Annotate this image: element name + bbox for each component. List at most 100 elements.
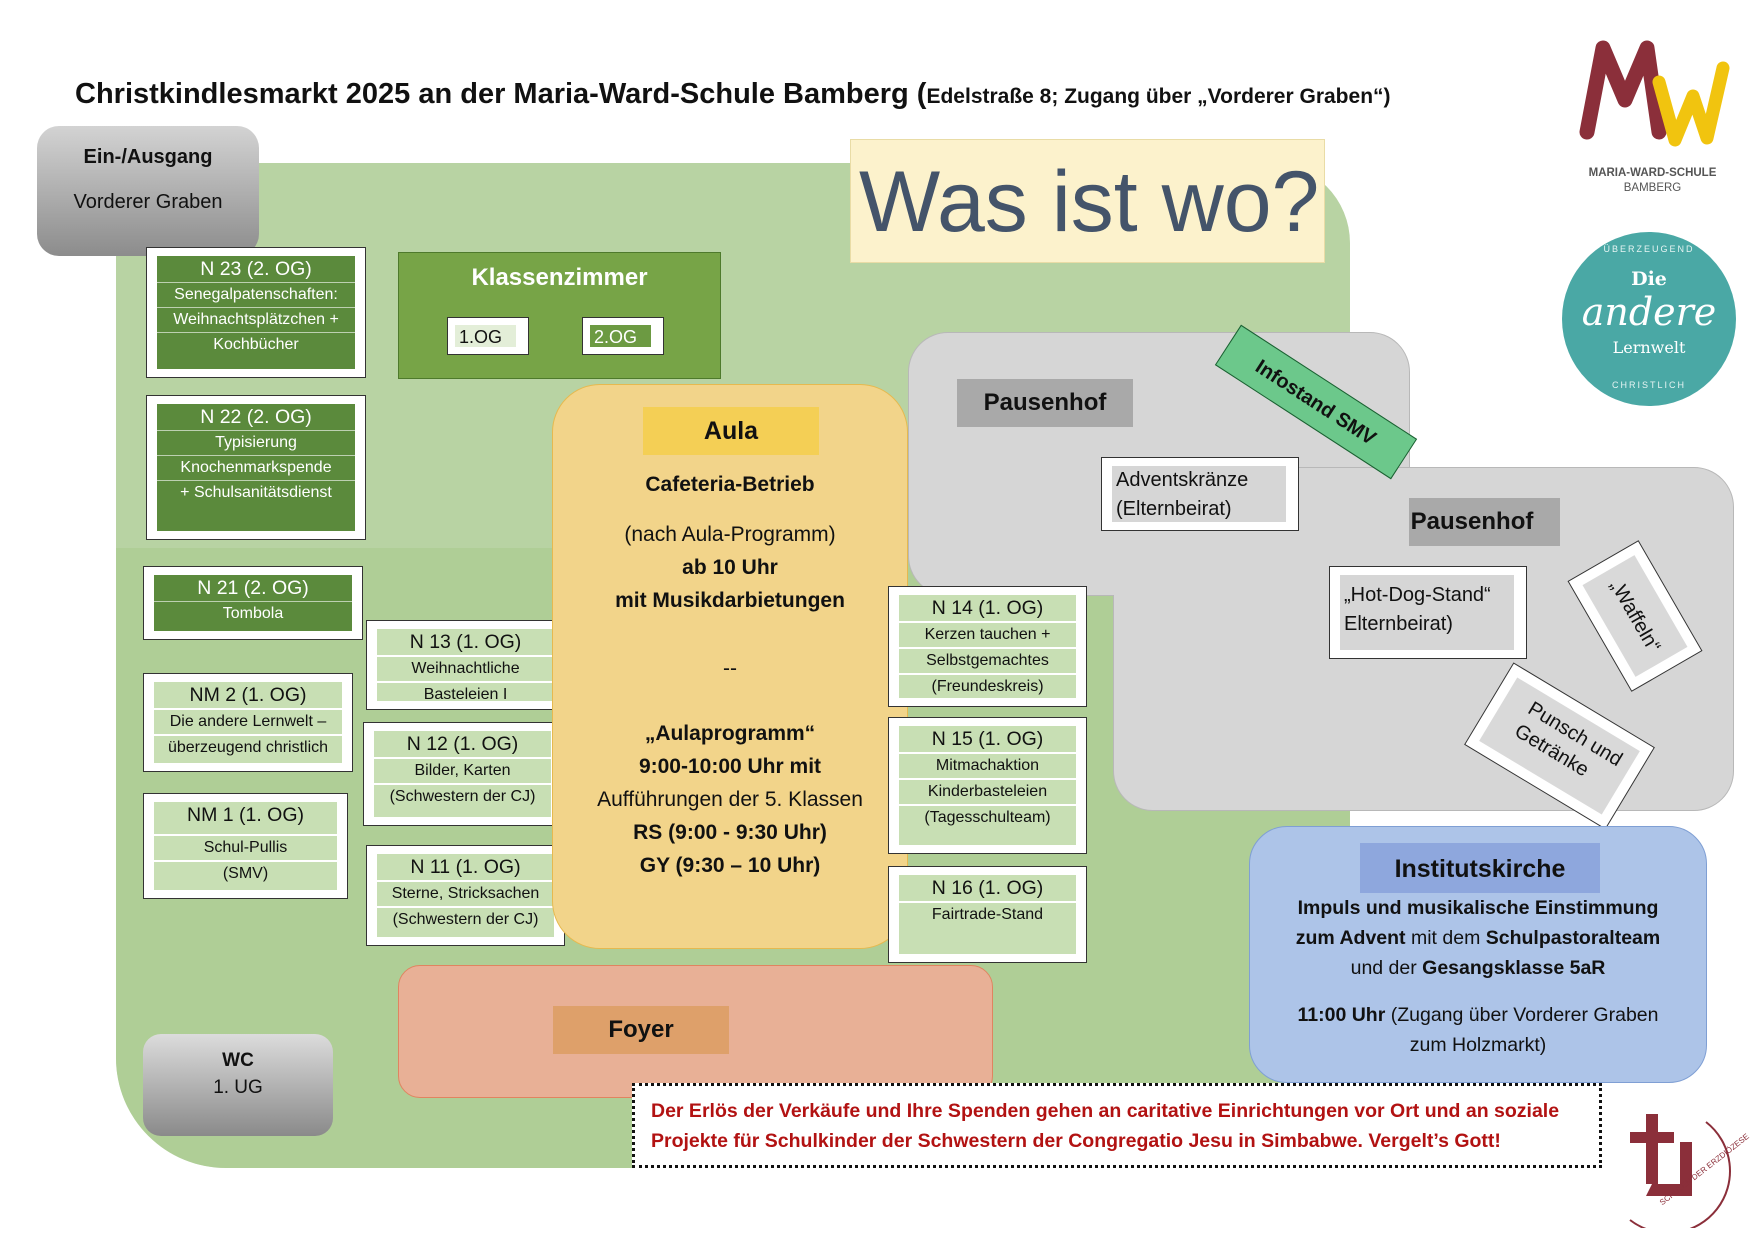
room-n22: N 22 (2. OG) Typisierung Knochenmarkspen… (146, 395, 366, 540)
room-line: (Freundeskreis) (899, 673, 1076, 699)
room-line: Kinderbasteleien (899, 778, 1076, 804)
aula-line: (nach Aula-Programm) (624, 523, 836, 546)
badge-bottom-text: CHRISTLICH (1611, 380, 1686, 390)
aula-line: Cafeteria-Betrieb (645, 473, 815, 496)
room-line: + Schulsanitätsdienst (157, 480, 355, 505)
room-line: Kochbücher (157, 332, 355, 357)
room-n15: N 15 (1. OG) Mitmachaktion Kinderbastele… (888, 717, 1087, 854)
room-n12: N 12 (1. OG) Bilder, Karten (Schwestern … (363, 722, 562, 826)
kirche-line: und der Gesangsklasse 5aR (1350, 957, 1606, 979)
pausenhof-2-title: Pausenhof (1384, 498, 1560, 546)
aula-line: 9:00-10:00 Uhr mit (638, 755, 822, 778)
aula-separator: -- (723, 657, 737, 680)
aula-area: Aula Cafeteria-Betrieb (nach Aula-Progra… (552, 384, 908, 949)
room-n21: N 21 (2. OG) Tombola (143, 566, 363, 640)
wc-label: WC (222, 1050, 254, 1071)
stand-line: Adventskränze (1116, 469, 1249, 491)
klassenzimmer-title: Klassenzimmer (471, 264, 648, 291)
erzdioezese-logo: SCHULEN DER ERZDIÖZESE (1616, 1102, 1751, 1234)
room-n13: N 13 (1. OG) Weihnachtliche Basteleien I (366, 620, 565, 710)
headline: Was ist wo? (850, 139, 1325, 263)
stand-line: „Hot-Dog-Stand“ (1344, 584, 1491, 606)
aula-line: ab 10 Uhr (682, 556, 778, 579)
entrance-label: Ein-/Ausgang (83, 146, 213, 168)
aula-line: GY (9:30 – 10 Uhr) (639, 854, 821, 877)
room-n16: N 16 (1. OG) Fairtrade-Stand (888, 866, 1087, 963)
kirche-title: Institutskirche (1360, 843, 1600, 893)
note-line: Der Erlös der Verkäufe und Ihre Spenden … (651, 1100, 1560, 1122)
kirche-line: zum Holzmarkt) (1409, 1034, 1547, 1056)
room-line: Die andere Lernwelt – (154, 708, 342, 734)
aula-line: mit Musikdarbietungen (615, 589, 845, 612)
room-line: (Schwestern der CJ) (377, 906, 554, 932)
room-title: NM 2 (1. OG) (189, 684, 307, 706)
room-line: überzeugend christlich (154, 734, 342, 760)
room-title: N 15 (1. OG) (931, 728, 1044, 750)
foyer-title: Foyer (553, 1006, 729, 1054)
badge-andere: andere (1581, 290, 1717, 334)
kirche-line: 11:00 Uhr (Zugang über Vorderer Graben (1297, 1004, 1659, 1026)
room-line: Tombola (154, 601, 352, 626)
page-title: Christkindlesmarkt 2025 an der Maria-War… (75, 78, 1391, 110)
pausenhof-1-title: Pausenhof (957, 379, 1133, 427)
hotdog-text: „Hot-Dog-Stand“ Elternbeirat) (1340, 575, 1514, 650)
room-title: N 22 (2. OG) (200, 406, 312, 428)
aula-line: RS (9:00 - 9:30 Uhr) (633, 821, 827, 844)
room-line: Fairtrade-Stand (899, 901, 1076, 927)
entrance-box: Ein-/Ausgang Vorderer Graben (37, 126, 259, 256)
kirche-line: zum Advent mit dem Schulpastoralteam (1295, 927, 1661, 949)
hotdog-box: „Hot-Dog-Stand“ Elternbeirat) (1329, 566, 1527, 659)
og1-box: 1.OG (447, 317, 529, 355)
badge-lernwelt: Lernwelt (1612, 338, 1686, 357)
room-n11: N 11 (1. OG) Sterne, Stricksachen (Schwe… (366, 845, 565, 946)
room-title: N 11 (1. OG) (410, 856, 521, 878)
room-nm1: NM 1 (1. OG) Schul-Pullis (SMV) (143, 793, 348, 899)
room-line: Weihnachtliche (377, 655, 554, 681)
aula-line: Aufführungen der 5. Klassen (597, 788, 863, 811)
room-title: N 21 (2. OG) (197, 577, 309, 599)
room-line: Basteleien I (377, 681, 554, 707)
og2-label: 2.OG (590, 325, 651, 347)
mw-name: MARIA-WARD-SCHULE (1588, 167, 1717, 179)
klassenzimmer-box: Klassenzimmer 1.OG 2.OG (398, 252, 721, 379)
badge-top-text: ÜBERZEUGEND (1603, 244, 1695, 254)
wc-sub: 1. UG (213, 1077, 263, 1098)
room-line: Kerzen tauchen + (899, 621, 1076, 647)
entrance-sub: Vorderer Graben (73, 191, 223, 213)
page-subtitle: Edelstraße 8; Zugang über „Vorderer Grab… (926, 85, 1391, 108)
room-line: Weihnachtsplätzchen + (157, 307, 355, 332)
stand-line: Elternbeirat) (1344, 613, 1453, 635)
room-line: (Schwestern der CJ) (374, 783, 551, 809)
room-line: Senegalpatenschaften: (157, 282, 355, 307)
foyer-area: Foyer (398, 965, 993, 1098)
room-title: N 16 (1. OG) (931, 877, 1044, 899)
adventskraenze-text: Adventskränze (Elternbeirat) (1112, 466, 1286, 522)
wc-box: WC 1. UG (143, 1034, 333, 1136)
room-line: Mitmachaktion (899, 752, 1076, 778)
og1-label: 1.OG (455, 325, 516, 347)
aula-line: „Aulaprogramm“ (644, 722, 816, 745)
kirche-line: Impuls und musikalische Einstimmung (1297, 897, 1659, 919)
institutskirche-area: Institutskirche Impuls und musikalische … (1249, 826, 1707, 1083)
room-line: (SMV) (154, 860, 337, 886)
maria-ward-logo (1575, 40, 1735, 200)
aula-title: Aula (643, 407, 819, 455)
og2-box: 2.OG (582, 317, 664, 355)
mw-caption: MARIA-WARD-SCHULE BAMBERG (1570, 166, 1735, 196)
adventskraenze-box: Adventskränze (Elternbeirat) (1101, 457, 1299, 531)
room-line: Knochenmarkspende (157, 455, 355, 480)
room-title: N 12 (1. OG) (406, 733, 519, 755)
room-n14: N 14 (1. OG) Kerzen tauchen + Selbstgema… (888, 586, 1087, 707)
donation-note: Der Erlös der Verkäufe und Ihre Spenden … (632, 1083, 1602, 1168)
stand-line: (Elternbeirat) (1116, 498, 1232, 520)
room-line: Selbstgemachtes (899, 647, 1076, 673)
room-line: Typisierung (157, 430, 355, 455)
lernwelt-badge: ÜBERZEUGEND Die andere Lernwelt CHRISTLI… (1562, 232, 1736, 406)
room-line: Sterne, Stricksachen (377, 880, 554, 906)
room-line: Bilder, Karten (374, 757, 551, 783)
room-title: N 13 (1. OG) (409, 631, 522, 653)
room-title: N 14 (1. OG) (931, 597, 1044, 619)
badge-die: Die (1631, 268, 1667, 290)
room-nm2: NM 2 (1. OG) Die andere Lernwelt – überz… (143, 673, 353, 772)
room-line: (Tagesschulteam) (899, 804, 1076, 830)
